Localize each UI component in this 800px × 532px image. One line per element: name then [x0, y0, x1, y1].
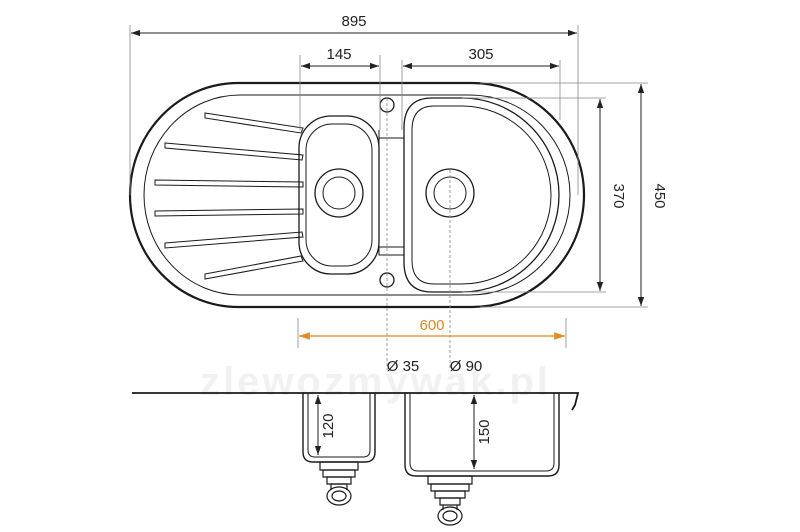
- sink-outer-outline: [128, 81, 586, 309]
- small-bowl-drain-outer: [314, 168, 364, 218]
- label-small-bowl-depth: 120: [320, 413, 337, 438]
- center-divider: [378, 130, 405, 256]
- label-large-bowl-depth: 150: [476, 419, 493, 444]
- label-small-drain: Ø 35: [387, 358, 420, 375]
- label-cabinet-width: 600: [419, 317, 444, 334]
- sink-inner-rim: [143, 94, 571, 296]
- small-bowl-drain-inner: [322, 176, 356, 210]
- label-small-bowl-width: 145: [326, 46, 351, 63]
- small-bowl-inner: [305, 123, 373, 267]
- sink-side-view: [132, 392, 580, 526]
- watermark-text: zlewozmywak.pl: [200, 360, 551, 404]
- drainboard-grooves: [154, 112, 304, 280]
- side-dimension-lines: [314, 395, 478, 469]
- sink-top-view: [128, 81, 586, 309]
- label-overall-width: 895: [341, 13, 366, 30]
- dimension-lines: [131, 29, 645, 306]
- extension-lines: [129, 25, 648, 370]
- countertop-line: [132, 392, 580, 411]
- label-bowl-height: 370: [610, 183, 627, 208]
- small-bowl-outer: [298, 115, 380, 275]
- label-overall-height: 450: [651, 183, 668, 208]
- label-large-bowl-width: 305: [468, 46, 493, 63]
- large-bowl-outer: [403, 97, 560, 293]
- small-drain-fitting: [319, 461, 359, 506]
- large-bowl-profile: [404, 393, 560, 477]
- label-large-drain: Ø 90: [450, 358, 483, 375]
- large-drain-fitting: [427, 475, 473, 526]
- large-bowl-inner: [411, 105, 552, 285]
